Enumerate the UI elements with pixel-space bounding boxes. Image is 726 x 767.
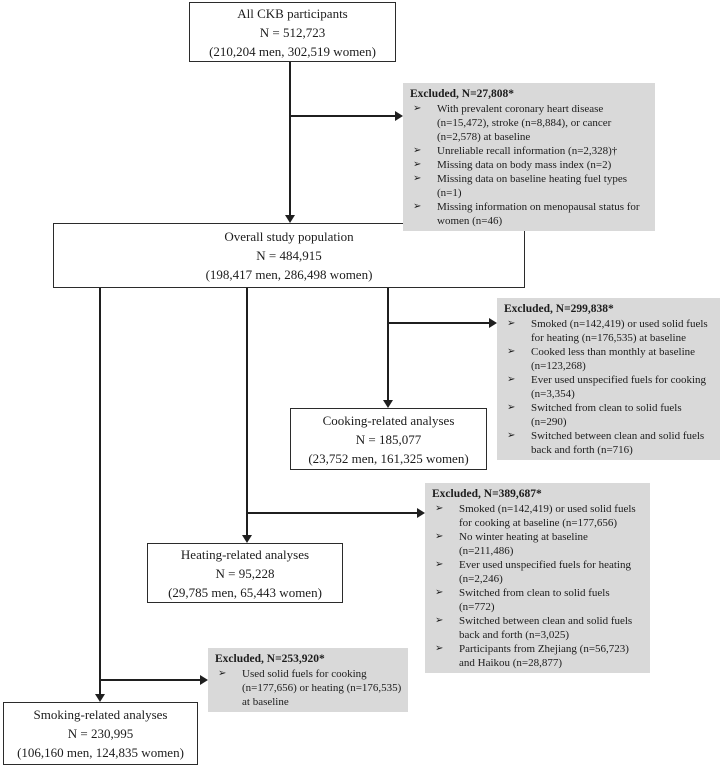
exclusion-heading: Excluded, N=299,838* <box>504 303 614 315</box>
exclusion-item: ➢ With prevalent coronary heart disease … <box>410 102 650 144</box>
overall-population-box: Overall study population N = 484,915 (19… <box>53 223 525 288</box>
exclusion-item: ➢ Used solid fuels for cooking (n=177,65… <box>215 667 403 709</box>
exclusion-item-text: Switched from clean to solid fuels (n=77… <box>459 587 610 613</box>
exclusion-box-heating: Excluded, N=389,687* ➢ Smoked (n=142,419… <box>425 483 650 673</box>
arrowhead-bullet-icon: ➢ <box>413 159 422 170</box>
arrowhead-bullet-icon: ➢ <box>435 531 444 542</box>
exclusion-item-text: With prevalent coronary heart disease (n… <box>437 103 612 143</box>
exclusion-item-text: Missing data on body mass index (n=2) <box>437 159 612 171</box>
exclusion-item-text: Ever used unspecified fuels for cooking … <box>531 374 707 400</box>
arrowhead-bullet-icon: ➢ <box>413 145 422 156</box>
arrowhead-bullet-icon: ➢ <box>435 503 444 514</box>
arrowhead-right-icon <box>417 508 425 518</box>
box-n-value: N = 185,077 <box>355 431 422 447</box>
box-sex-breakdown: (198,417 men, 286,498 women) <box>205 267 373 282</box>
arrowhead-bullet-icon: ➢ <box>435 615 444 626</box>
exclusion-item-text: Smoked (n=142,419) or used solid fuels f… <box>459 503 636 529</box>
box-sex-breakdown: (106,160 men, 124,835 women) <box>17 745 184 760</box>
box-n-value: N = 512,723 <box>259 24 326 40</box>
exclusion-item: ➢ Cooked less than monthly at baseline (… <box>504 345 715 373</box>
arrowhead-down-icon <box>242 535 252 543</box>
exclusion-item: ➢ Ever used unspecified fuels for heatin… <box>432 558 645 586</box>
box-title: All CKB participants <box>237 5 348 21</box>
connector-heating-vertical <box>246 288 248 535</box>
exclusion-item: ➢ Switched between clean and solid fuels… <box>504 429 715 457</box>
arrowhead-bullet-icon: ➢ <box>413 103 422 114</box>
arrowhead-bullet-icon: ➢ <box>435 559 444 570</box>
exclusion-item: ➢ Unreliable recall information (n=2,328… <box>410 144 650 158</box>
exclusion-box-cooking: Excluded, N=299,838* ➢ Smoked (n=142,419… <box>497 298 720 460</box>
exclusion-box-baseline: Excluded, N=27,808* ➢ With prevalent cor… <box>403 83 655 231</box>
arrowhead-right-icon <box>200 675 208 685</box>
heating-analyses-box: Heating-related analyses N = 95,228 (29,… <box>147 543 343 603</box>
box-title: Smoking-related analyses <box>33 707 168 722</box>
exclusion-heading: Excluded, N=27,808* <box>410 88 514 100</box>
connector-exclusion-smoking <box>100 679 200 681</box>
exclusion-item-text: No winter heating at baseline (n=211,486… <box>459 531 588 557</box>
exclusion-item: ➢ Ever used unspecified fuels for cookin… <box>504 373 715 401</box>
connector-exclusion-baseline <box>290 115 395 117</box>
connector-cooking-vertical <box>387 288 389 400</box>
exclusion-item-text: Unreliable recall information (n=2,328)† <box>437 145 618 157</box>
exclusion-item-text: Missing data on baseline heating fuel ty… <box>437 173 628 199</box>
box-sex-breakdown: (210,204 men, 302,519 women) <box>209 43 376 59</box>
box-sex-breakdown: (29,785 men, 65,443 women) <box>168 584 322 600</box>
arrowhead-bullet-icon: ➢ <box>507 318 516 329</box>
exclusion-item: ➢ Smoked (n=142,419) or used solid fuels… <box>504 317 715 345</box>
exclusion-item-text: Switched between clean and solid fuels b… <box>531 430 705 456</box>
exclusion-item: ➢ Switched between clean and solid fuels… <box>432 614 645 642</box>
exclusion-item: ➢ Switched from clean to solid fuels (n=… <box>504 401 715 429</box>
connector-exclusion-heating <box>247 512 417 514</box>
box-title: Cooking-related analyses <box>322 412 455 428</box>
arrowhead-bullet-icon: ➢ <box>507 430 516 441</box>
arrowhead-bullet-icon: ➢ <box>435 643 444 654</box>
exclusion-item-text: Switched from clean to solid fuels (n=29… <box>531 402 682 428</box>
exclusion-item-text: Participants from Zhejiang (n=56,723) an… <box>459 643 629 669</box>
exclusion-item-text: Switched between clean and solid fuels b… <box>459 615 633 641</box>
arrowhead-down-icon <box>285 215 295 223</box>
exclusion-item-text: Missing information on menopausal status… <box>437 201 640 227</box>
exclusion-item: ➢ Participants from Zhejiang (n=56,723) … <box>432 642 645 670</box>
exclusion-heading: Excluded, N=389,687* <box>432 488 542 500</box>
exclusion-item: ➢ Missing data on body mass index (n=2) <box>410 158 650 172</box>
arrowhead-bullet-icon: ➢ <box>507 346 516 357</box>
exclusion-heading: Excluded, N=253,920* <box>215 653 325 665</box>
connector-exclusion-cooking <box>388 322 489 324</box>
box-n-value: N = 230,995 <box>67 726 134 741</box>
box-title: Overall study population <box>224 229 354 244</box>
all-participants-box: All CKB participants N = 512,723 (210,20… <box>189 2 396 62</box>
exclusion-box-smoking: Excluded, N=253,920* ➢ Used solid fuels … <box>208 648 408 712</box>
exclusion-item: ➢ No winter heating at baseline (n=211,4… <box>432 530 645 558</box>
arrowhead-bullet-icon: ➢ <box>507 402 516 413</box>
exclusion-item-text: Ever used unspecified fuels for heating … <box>459 559 631 585</box>
arrowhead-right-icon <box>395 111 403 121</box>
exclusion-item-text: Smoked (n=142,419) or used solid fuels f… <box>531 318 708 344</box>
connector-smoking-vertical <box>99 288 101 694</box>
arrowhead-bullet-icon: ➢ <box>413 173 422 184</box>
exclusion-item: ➢ Missing information on menopausal stat… <box>410 200 650 228</box>
exclusion-item-text: Used solid fuels for cooking (n=177,656)… <box>242 668 402 708</box>
arrowhead-bullet-icon: ➢ <box>507 374 516 385</box>
arrowhead-bullet-icon: ➢ <box>218 668 227 679</box>
box-n-value: N = 484,915 <box>256 248 322 263</box>
arrowhead-bullet-icon: ➢ <box>435 587 444 598</box>
exclusion-item: ➢ Smoked (n=142,419) or used solid fuels… <box>432 502 645 530</box>
smoking-analyses-box: Smoking-related analyses N = 230,995 (10… <box>3 702 198 765</box>
arrowhead-down-icon <box>383 400 393 408</box>
box-n-value: N = 95,228 <box>215 565 275 581</box>
box-sex-breakdown: (23,752 men, 161,325 women) <box>308 450 469 466</box>
cooking-analyses-box: Cooking-related analyses N = 185,077 (23… <box>290 408 487 470</box>
exclusion-item-text: Cooked less than monthly at baseline (n=… <box>531 346 696 372</box>
exclusion-item: ➢ Switched from clean to solid fuels (n=… <box>432 586 645 614</box>
connector-top-vertical <box>289 62 291 216</box>
arrowhead-down-icon <box>95 694 105 702</box>
box-title: Heating-related analyses <box>180 546 310 562</box>
arrowhead-bullet-icon: ➢ <box>413 201 422 212</box>
arrowhead-right-icon <box>489 318 497 328</box>
exclusion-item: ➢ Missing data on baseline heating fuel … <box>410 172 650 200</box>
